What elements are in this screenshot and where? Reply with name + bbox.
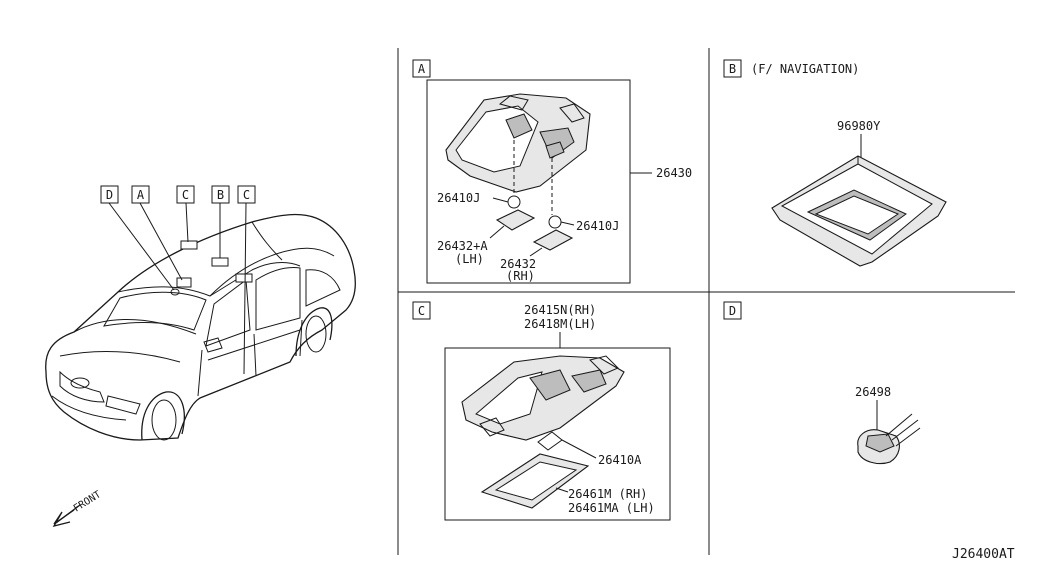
car-callout-c-rear: C	[243, 188, 250, 202]
section-a-letter: A	[418, 62, 426, 76]
label-26432a-side: (LH)	[455, 252, 484, 266]
car-illustration	[45, 213, 356, 441]
label-26430: 26430	[656, 166, 692, 180]
car-callout-d: D	[106, 188, 113, 202]
label-26461m: 26461M (RH)	[568, 487, 647, 501]
label-26410j-left: 26410J	[437, 191, 480, 205]
label-26461ma: 26461MA (LH)	[568, 501, 655, 515]
section-a-frame	[426, 79, 631, 284]
front-label: FRONT	[72, 489, 103, 514]
car-callouts: D A C B C	[100, 185, 256, 375]
section-b-note: (F/ NAVIGATION)	[751, 62, 859, 76]
label-26432-side: (RH)	[506, 269, 535, 283]
label-26410a: 26410A	[598, 453, 642, 467]
label-26415n: 26415N(RH)	[524, 303, 596, 317]
label-26432a: 26432+A	[437, 239, 488, 253]
section-d: D 26498	[723, 301, 921, 465]
front-direction-arrow: FRONT	[52, 489, 103, 528]
room-lamp-housing	[461, 355, 625, 441]
car-callout-a: A	[137, 188, 145, 202]
section-c-frame	[444, 347, 671, 521]
panel-dividers	[397, 48, 1015, 555]
section-b-letter: B	[729, 62, 736, 76]
label-26432: 26432	[500, 257, 536, 271]
section-b: B (F/ NAVIGATION) 96980Y	[723, 59, 947, 267]
section-a: A 26430 26410J 26410J 26432+A (LH) 26432…	[412, 59, 692, 284]
label-96980y: 96980Y	[837, 119, 881, 133]
label-26418m: 26418M(LH)	[524, 317, 596, 331]
car-callout-b: B	[217, 188, 224, 202]
car-callout-c-front: C	[182, 188, 189, 202]
label-26410j-right: 26410J	[576, 219, 619, 233]
section-c: C 26415N(RH) 26418M(LH) 26410A 26461M (R…	[412, 301, 671, 521]
label-26498: 26498	[855, 385, 891, 399]
diagram-code: J26400AT	[952, 547, 1015, 562]
section-d-letter: D	[729, 304, 736, 318]
section-c-letter: C	[418, 304, 425, 318]
